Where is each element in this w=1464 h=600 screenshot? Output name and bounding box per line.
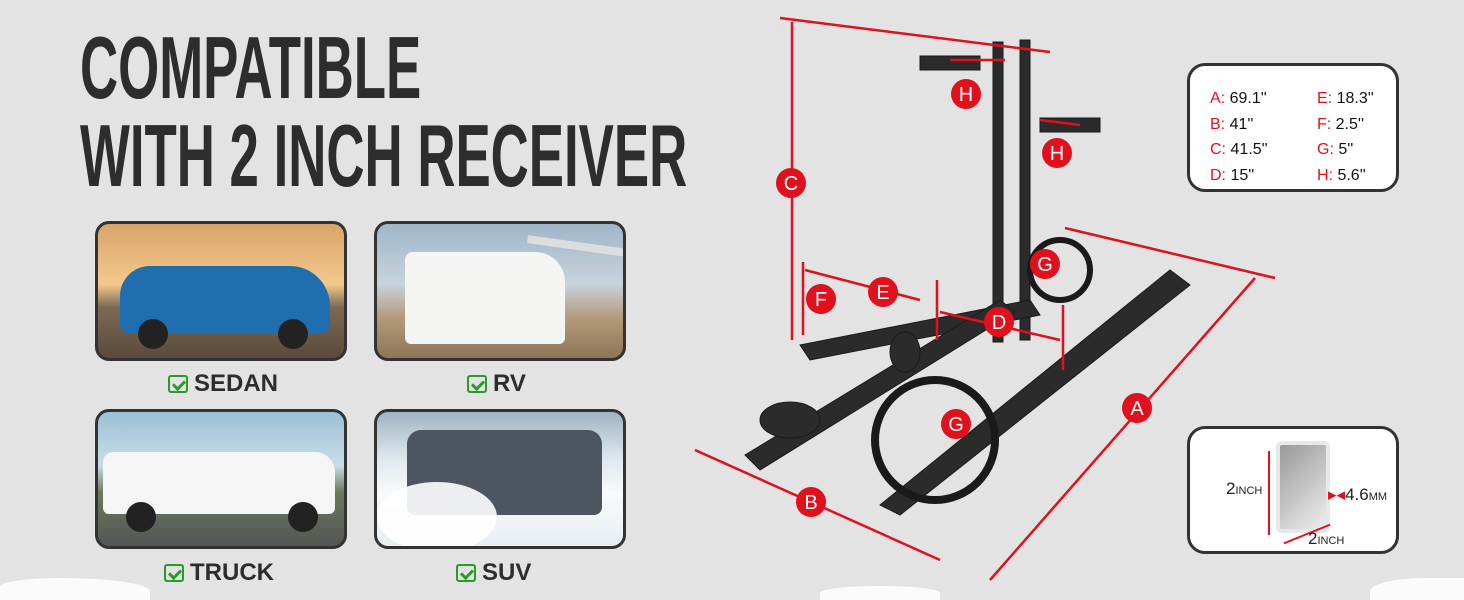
rack-mast — [992, 41, 1004, 343]
check-icon — [456, 564, 476, 582]
receiver-detail: 2INCH ▸◂4.6MM 2INCH — [1187, 426, 1399, 554]
spec-h: H: 5.6'' — [1317, 166, 1366, 184]
marker-c: C — [776, 168, 806, 198]
torn-paper-edge — [0, 578, 150, 600]
wheel-cradle — [759, 401, 821, 439]
arm-clamp — [919, 55, 981, 71]
marker-a: A — [1122, 393, 1152, 423]
rack-tray — [879, 269, 1191, 516]
spec-e: E: 18.3'' — [1317, 90, 1374, 107]
marker-h: H — [951, 79, 981, 109]
wheel-hoop — [871, 376, 999, 504]
caption-rv: RV — [467, 370, 526, 398]
marker-f: F — [806, 284, 836, 314]
torn-paper-edge — [820, 586, 940, 600]
receiver-tube — [1276, 441, 1330, 533]
spec-a: A: 69.1'' — [1210, 90, 1267, 107]
knob — [889, 331, 921, 373]
headline-line2: WITH 2 INCH RECEIVER — [80, 106, 688, 205]
marker-h: H — [1042, 138, 1072, 168]
spec-f: F: 2.5'' — [1317, 115, 1365, 133]
torn-paper-edge — [1370, 578, 1464, 600]
caption-label: RV — [493, 370, 526, 397]
caption-label: SEDAN — [194, 370, 279, 397]
caption-truck: TRUCK — [164, 559, 274, 587]
svg-text:C: C — [784, 173, 798, 195]
headline-line1: COMPATIBLE — [80, 18, 422, 117]
rv-photo — [374, 221, 626, 361]
caption-label: SUV — [482, 559, 532, 586]
wheel-hoop — [1027, 237, 1093, 303]
caption-label: TRUCK — [190, 559, 274, 586]
caption-sedan: SEDAN — [168, 370, 278, 398]
spec-g: G: 5'' — [1317, 141, 1354, 158]
svg-text:F: F — [815, 289, 827, 311]
truck-photo — [95, 409, 347, 549]
svg-text:B: B — [804, 492, 817, 514]
svg-text:A: A — [1130, 398, 1144, 420]
svg-text:E: E — [876, 282, 889, 304]
sedan-photo — [95, 221, 347, 361]
spec-d: D: 15'' — [1210, 166, 1255, 184]
check-icon — [168, 375, 188, 393]
rack-mast — [1019, 39, 1031, 341]
caption-suv: SUV — [456, 559, 531, 587]
marker-g: G — [941, 409, 971, 439]
svg-text:D: D — [992, 312, 1006, 334]
marker-e: E — [868, 277, 898, 307]
marker-b: B — [796, 487, 826, 517]
svg-text:G: G — [948, 414, 964, 436]
marker-g: G — [1030, 249, 1060, 279]
spec-table: A: 69.1'' E: 18.3'' B: 41'' F: 2.5'' C: … — [1187, 63, 1399, 192]
marker-d: D — [984, 307, 1014, 337]
suv-photo — [374, 409, 626, 549]
check-icon — [467, 375, 487, 393]
svg-text:G: G — [1037, 254, 1053, 276]
svg-text:H: H — [959, 84, 973, 106]
spec-b: B: 41'' — [1210, 115, 1254, 133]
check-icon — [164, 564, 184, 582]
svg-text:H: H — [1050, 143, 1064, 165]
spec-c: C: 41.5'' — [1210, 141, 1268, 158]
